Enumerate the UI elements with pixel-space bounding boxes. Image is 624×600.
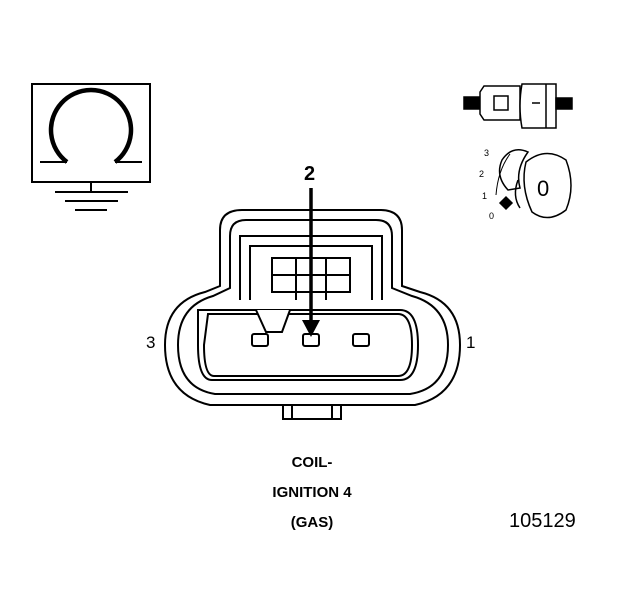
dial-scale-1: 1 xyxy=(482,191,488,201)
inline-connector-icon xyxy=(463,83,573,129)
ground-symbol-icon xyxy=(31,83,151,211)
dial-scale-2: 2 xyxy=(479,169,485,179)
terminal-cavity xyxy=(197,309,420,381)
pin-3-label: 3 xyxy=(146,333,156,352)
reference-number: 105129 xyxy=(509,510,576,532)
pin-1-label: 1 xyxy=(466,333,476,352)
caption-line-1: COIL- xyxy=(291,454,333,471)
pin-2-arrow xyxy=(302,188,320,337)
pin-2-label: 2 xyxy=(304,163,316,185)
dial-position-label: 0 xyxy=(537,176,550,201)
dial-scale-0: 0 xyxy=(489,211,495,221)
terminal-pins xyxy=(251,333,370,347)
dial-scale-3: 3 xyxy=(484,148,490,158)
caption-line-3: (GAS) xyxy=(290,514,334,531)
terminal-1 xyxy=(352,333,370,347)
locking-dial-icon xyxy=(495,149,572,219)
caption-line-2: IGNITION 4 xyxy=(272,484,352,501)
terminal-3 xyxy=(251,333,269,347)
